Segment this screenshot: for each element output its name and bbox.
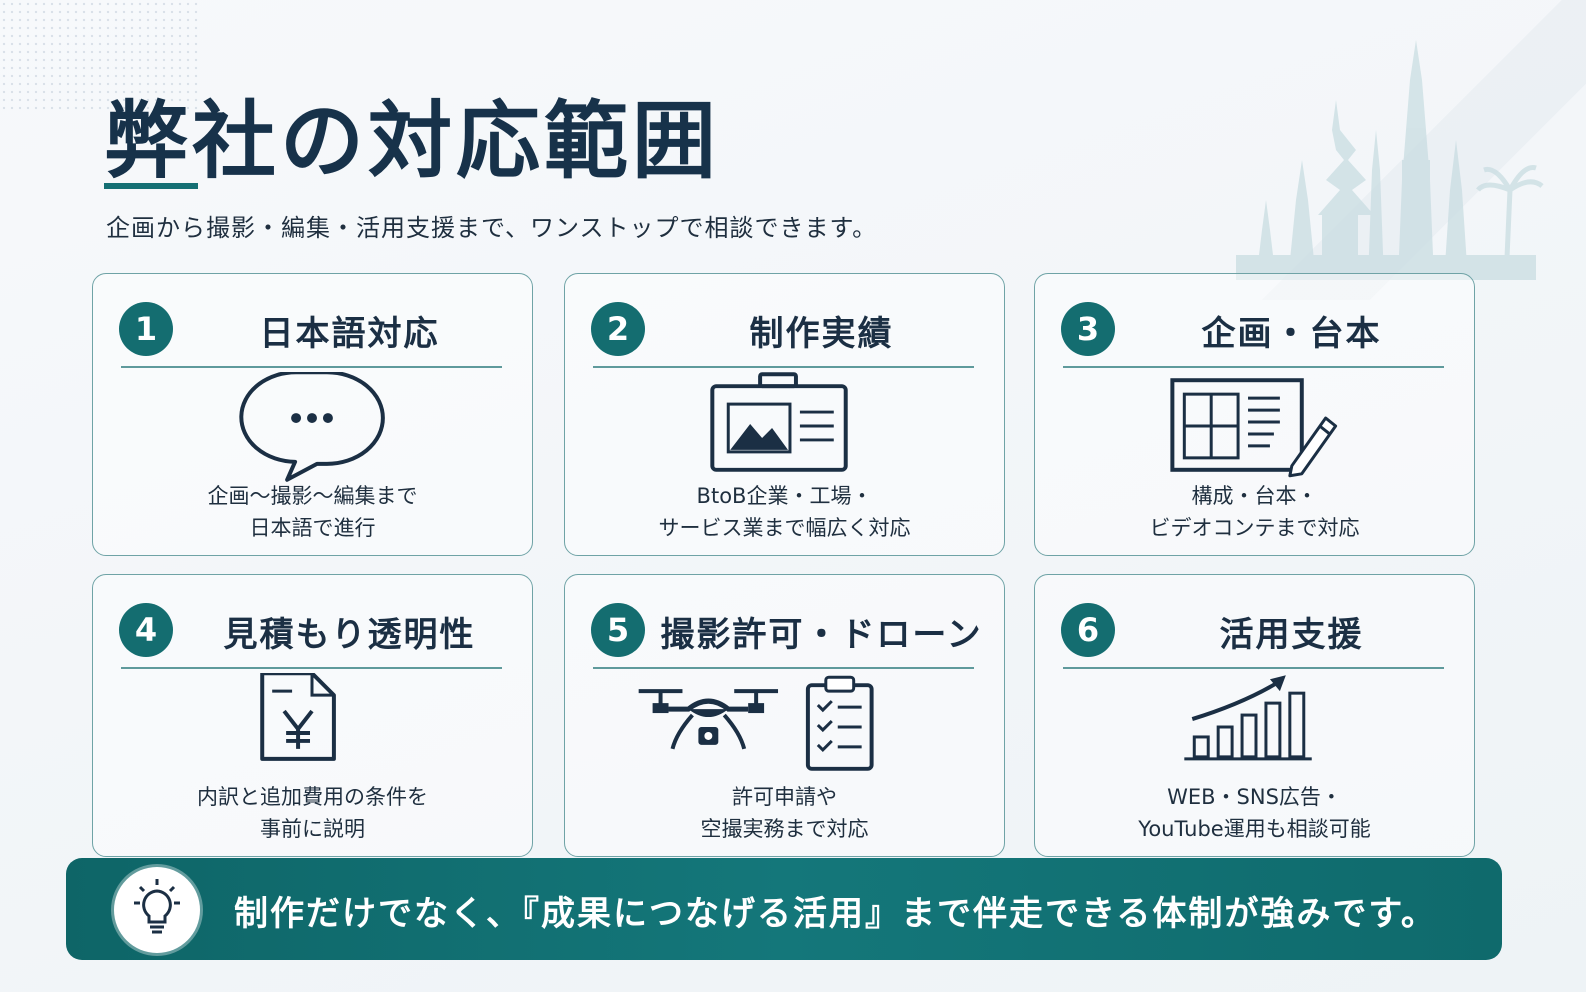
service-card-japanese-support: 1 日本語対応 企画〜撮影〜編集まで 日本語で進行	[92, 273, 533, 556]
service-card-production-record: 2 制作実績 BtoB企業・工場・ サービス業まで幅広く対応	[564, 273, 1005, 556]
card-title: 制作実績	[749, 314, 894, 354]
speech-bubble-icon	[239, 372, 385, 482]
portfolio-case-icon	[710, 372, 848, 472]
card-title: 活用支援	[1219, 615, 1364, 655]
card-number-badge: 3	[1061, 302, 1115, 356]
card-divider	[121, 667, 502, 669]
title-underline	[104, 183, 198, 189]
card-number-badge: 4	[119, 603, 173, 657]
storyboard-pencil-icon	[1170, 378, 1338, 478]
lightbulb-badge	[114, 867, 200, 953]
service-card-utilization-support: 6 活用支援 WEB・SNS広告・ YouTube運用も相談可能	[1034, 574, 1475, 857]
card-title: 日本語対応	[259, 314, 440, 354]
card-divider	[593, 667, 974, 669]
card-divider	[1063, 667, 1444, 669]
card-description: BtoB企業・工場・ サービス業まで幅広く対応	[658, 484, 911, 540]
card-number-badge: 2	[591, 302, 645, 356]
strength-banner: 制作だけでなく、『成果につなげる活用』まで伴走できる体制が強みです。	[66, 858, 1502, 960]
page-subtitle: 企画から撮影・編集・活用支援まで、ワンストップで相談できます。	[106, 214, 878, 242]
card-number-badge: 1	[119, 302, 173, 356]
card-description: 内訳と追加費用の条件を 事前に説明	[197, 785, 428, 841]
service-card-permit-drone: 5 撮影許可・ドローン 許可申請や 空撮実務まで対応	[564, 574, 1005, 857]
banner-text: 制作だけでなく、『成果につなげる活用』まで伴走できる体制が強みです。	[234, 894, 1437, 934]
card-description: 企画〜撮影〜編集まで 日本語で進行	[207, 484, 418, 540]
card-title: 企画・台本	[1201, 314, 1382, 354]
card-title: 撮影許可・ドローン	[660, 615, 983, 655]
card-description: 構成・台本・ ビデオコンテまで対応	[1149, 484, 1360, 540]
growth-chart-icon	[1184, 675, 1312, 761]
card-description: 許可申請や 空撮実務まで対応	[700, 785, 869, 841]
card-number-badge: 5	[591, 603, 645, 657]
card-description: WEB・SNS広告・ YouTube運用も相談可能	[1138, 785, 1371, 841]
card-number-badge: 6	[1061, 603, 1115, 657]
card-divider	[121, 366, 502, 368]
drone-checklist-icon	[638, 675, 874, 771]
service-card-estimate-transparency: 4 見積もり透明性 内訳と追加費用の条件を 事前に説明	[92, 574, 533, 857]
temple-skyline-icon	[1236, 40, 1544, 280]
card-divider	[593, 366, 974, 368]
card-title: 見積もり透明性	[223, 615, 476, 655]
page-title: 弊社の対応範囲	[104, 92, 721, 190]
service-card-planning-script: 3 企画・台本 構成・台本・ ビデオコンテまで対応	[1034, 273, 1475, 556]
yen-document-icon	[260, 673, 336, 761]
background-dots	[0, 0, 200, 110]
lightbulb-icon	[134, 879, 180, 934]
card-divider	[1063, 366, 1444, 368]
